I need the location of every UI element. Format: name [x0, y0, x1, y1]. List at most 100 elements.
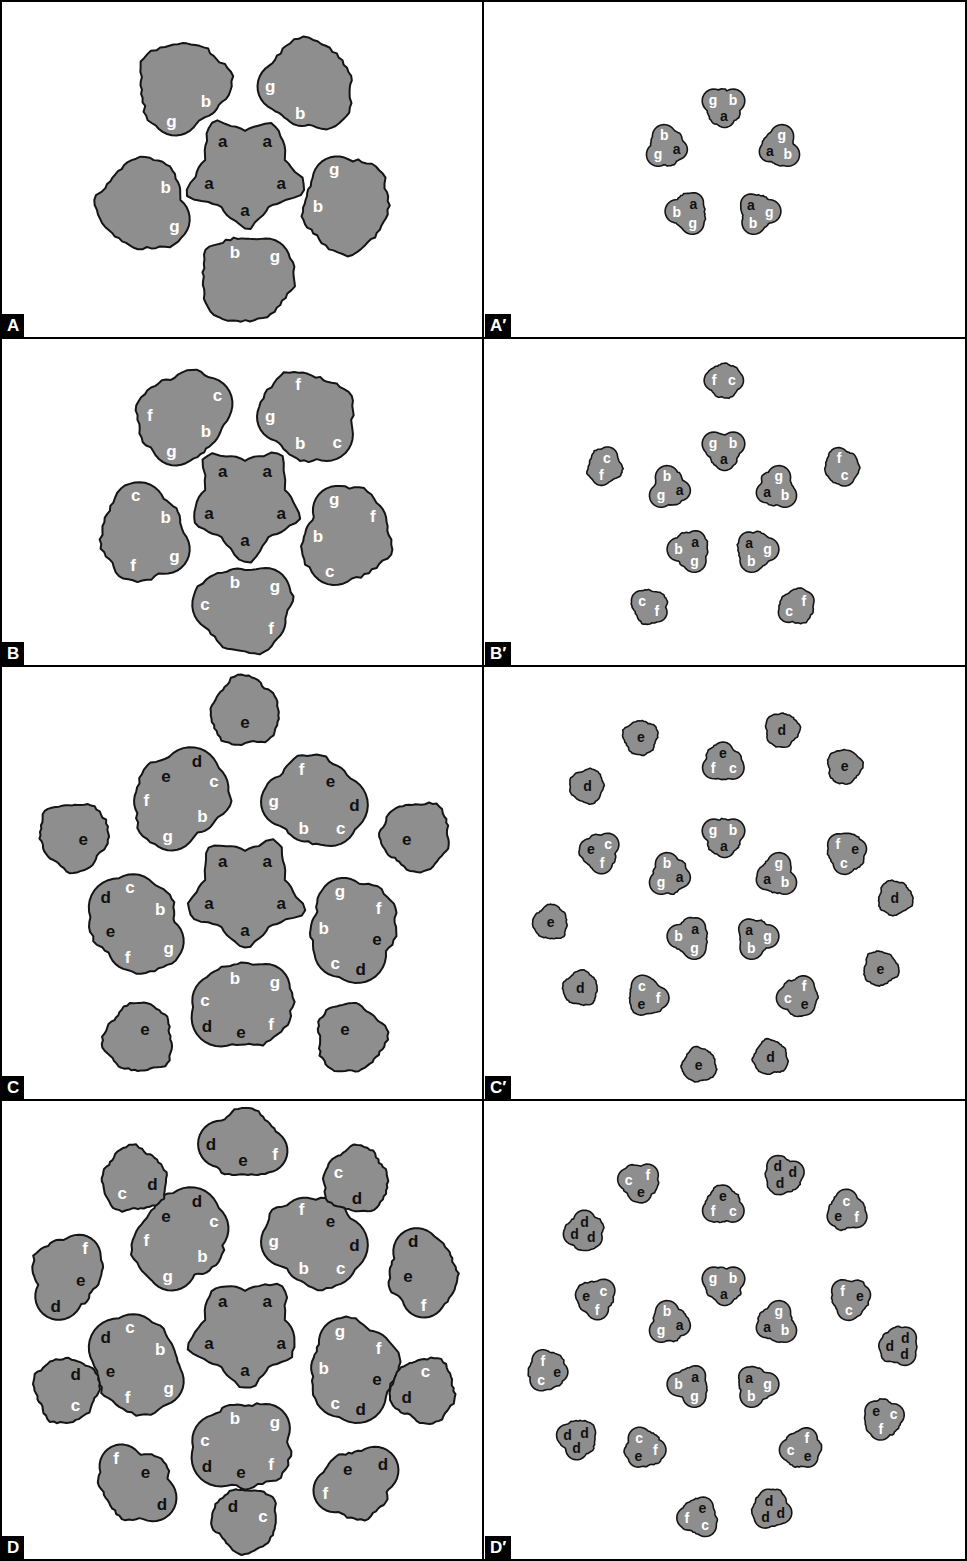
region-letter: c	[785, 604, 793, 618]
blob-outline	[178, 105, 312, 239]
cell-blob: gba	[663, 522, 718, 577]
region-letter: a	[676, 1318, 684, 1332]
blob-outline	[730, 184, 785, 239]
region-letter: b	[674, 542, 683, 556]
cell-blob: def	[373, 1223, 475, 1325]
region-letter: b	[663, 1304, 672, 1318]
cell-blob: d	[872, 875, 918, 921]
blob-outline	[663, 522, 718, 577]
region-letter: f	[599, 468, 604, 482]
blob-outline	[15, 1223, 117, 1325]
region-letter: f	[295, 376, 301, 393]
blob-shape	[702, 818, 745, 857]
cell-blob: bg	[129, 33, 239, 143]
blob-outline	[728, 1357, 783, 1412]
blob-shape	[140, 43, 233, 135]
cell-blob: def	[83, 1433, 185, 1535]
cell-blob: d	[759, 707, 805, 753]
region-letter: a	[720, 109, 728, 123]
region-letter: g	[265, 78, 275, 95]
blob-shape	[257, 37, 351, 130]
cell-blob: fc	[625, 582, 674, 631]
cell-blob: gba	[663, 1357, 718, 1412]
region-letter: g	[657, 1323, 666, 1337]
blob-outline	[696, 810, 751, 865]
region-letter: d	[761, 1510, 770, 1524]
region-letter: e	[402, 831, 411, 848]
region-letter: f	[130, 557, 136, 574]
region-letter: e	[851, 842, 859, 856]
region-letter: g	[169, 218, 179, 235]
region-letter: f	[854, 1210, 859, 1224]
cell-blob: gba	[728, 909, 783, 964]
region-letter: e	[834, 1209, 842, 1223]
blob-shape	[194, 452, 300, 562]
cell-blob: fc	[817, 442, 866, 491]
blob-shape	[878, 880, 913, 916]
blob-outline	[89, 477, 203, 591]
blob-outline	[696, 80, 751, 135]
cell-blob: e	[821, 743, 868, 790]
region-letter: g	[709, 1271, 718, 1285]
region-letter: e	[238, 1152, 247, 1169]
region-letter: g	[690, 1389, 699, 1403]
region-letter: b	[161, 509, 171, 526]
region-letter: b	[295, 105, 305, 122]
region-letter: g	[268, 793, 278, 810]
cell-blob: efc	[820, 825, 874, 879]
blob-shape	[211, 1489, 276, 1555]
region-letter: c	[728, 373, 736, 387]
cell-blob: cd	[316, 1140, 396, 1220]
blob-shape	[39, 804, 109, 873]
cell-blob: efc	[568, 1271, 622, 1325]
region-letter: a	[276, 175, 285, 192]
region-letter: c	[71, 1397, 80, 1414]
region-letter: f	[370, 508, 376, 525]
region-letter: e	[856, 1289, 864, 1303]
blob-outline	[696, 1258, 751, 1313]
blob-shape	[681, 1047, 717, 1082]
blob-outline	[663, 1357, 718, 1412]
region-letter: g	[763, 1377, 772, 1391]
blob-outline	[305, 1433, 407, 1535]
region-letter: g	[329, 491, 339, 508]
region-letter: c	[840, 856, 848, 870]
region-letter: b	[318, 920, 328, 937]
region-letter: f	[272, 1146, 278, 1163]
region-letter: g	[335, 1323, 345, 1340]
region-letter: a	[263, 1293, 272, 1310]
cell-blob: gba	[696, 1258, 751, 1313]
cell-blob: gba	[663, 909, 718, 964]
region-letter: a	[263, 133, 272, 150]
region-letter: d	[192, 1193, 202, 1210]
region-letter: b	[729, 823, 738, 837]
blob-outline	[824, 1271, 878, 1325]
region-letter: g	[689, 216, 698, 230]
blob-shape	[198, 1108, 287, 1175]
region-letter: d	[202, 1018, 212, 1035]
region-letter: b	[781, 1323, 790, 1337]
blob-outline	[78, 1304, 202, 1428]
region-letter: g	[775, 469, 784, 483]
region-letter: a	[745, 1371, 753, 1385]
blob-shape	[629, 975, 669, 1015]
region-letter: a	[676, 483, 684, 497]
blob-shape	[100, 482, 190, 582]
blob-shape	[631, 589, 667, 624]
blob-shape	[98, 1445, 177, 1522]
blob-shape	[756, 465, 796, 507]
region-letter: g	[775, 1304, 784, 1318]
region-letter: g	[270, 578, 280, 595]
region-letter: b	[784, 147, 793, 161]
region-letter: a	[240, 922, 249, 939]
blob-shape	[89, 1314, 184, 1416]
blob-shape	[702, 88, 745, 127]
region-letter: c	[638, 594, 646, 608]
blob-shape	[677, 1497, 718, 1536]
blob-shape	[579, 833, 619, 874]
cell-blob: cd	[205, 1480, 285, 1560]
region-letter: c	[125, 1319, 134, 1336]
region-letter: c	[258, 1508, 267, 1525]
region-letter: g	[163, 1380, 173, 1397]
blob-shape	[780, 1428, 822, 1467]
